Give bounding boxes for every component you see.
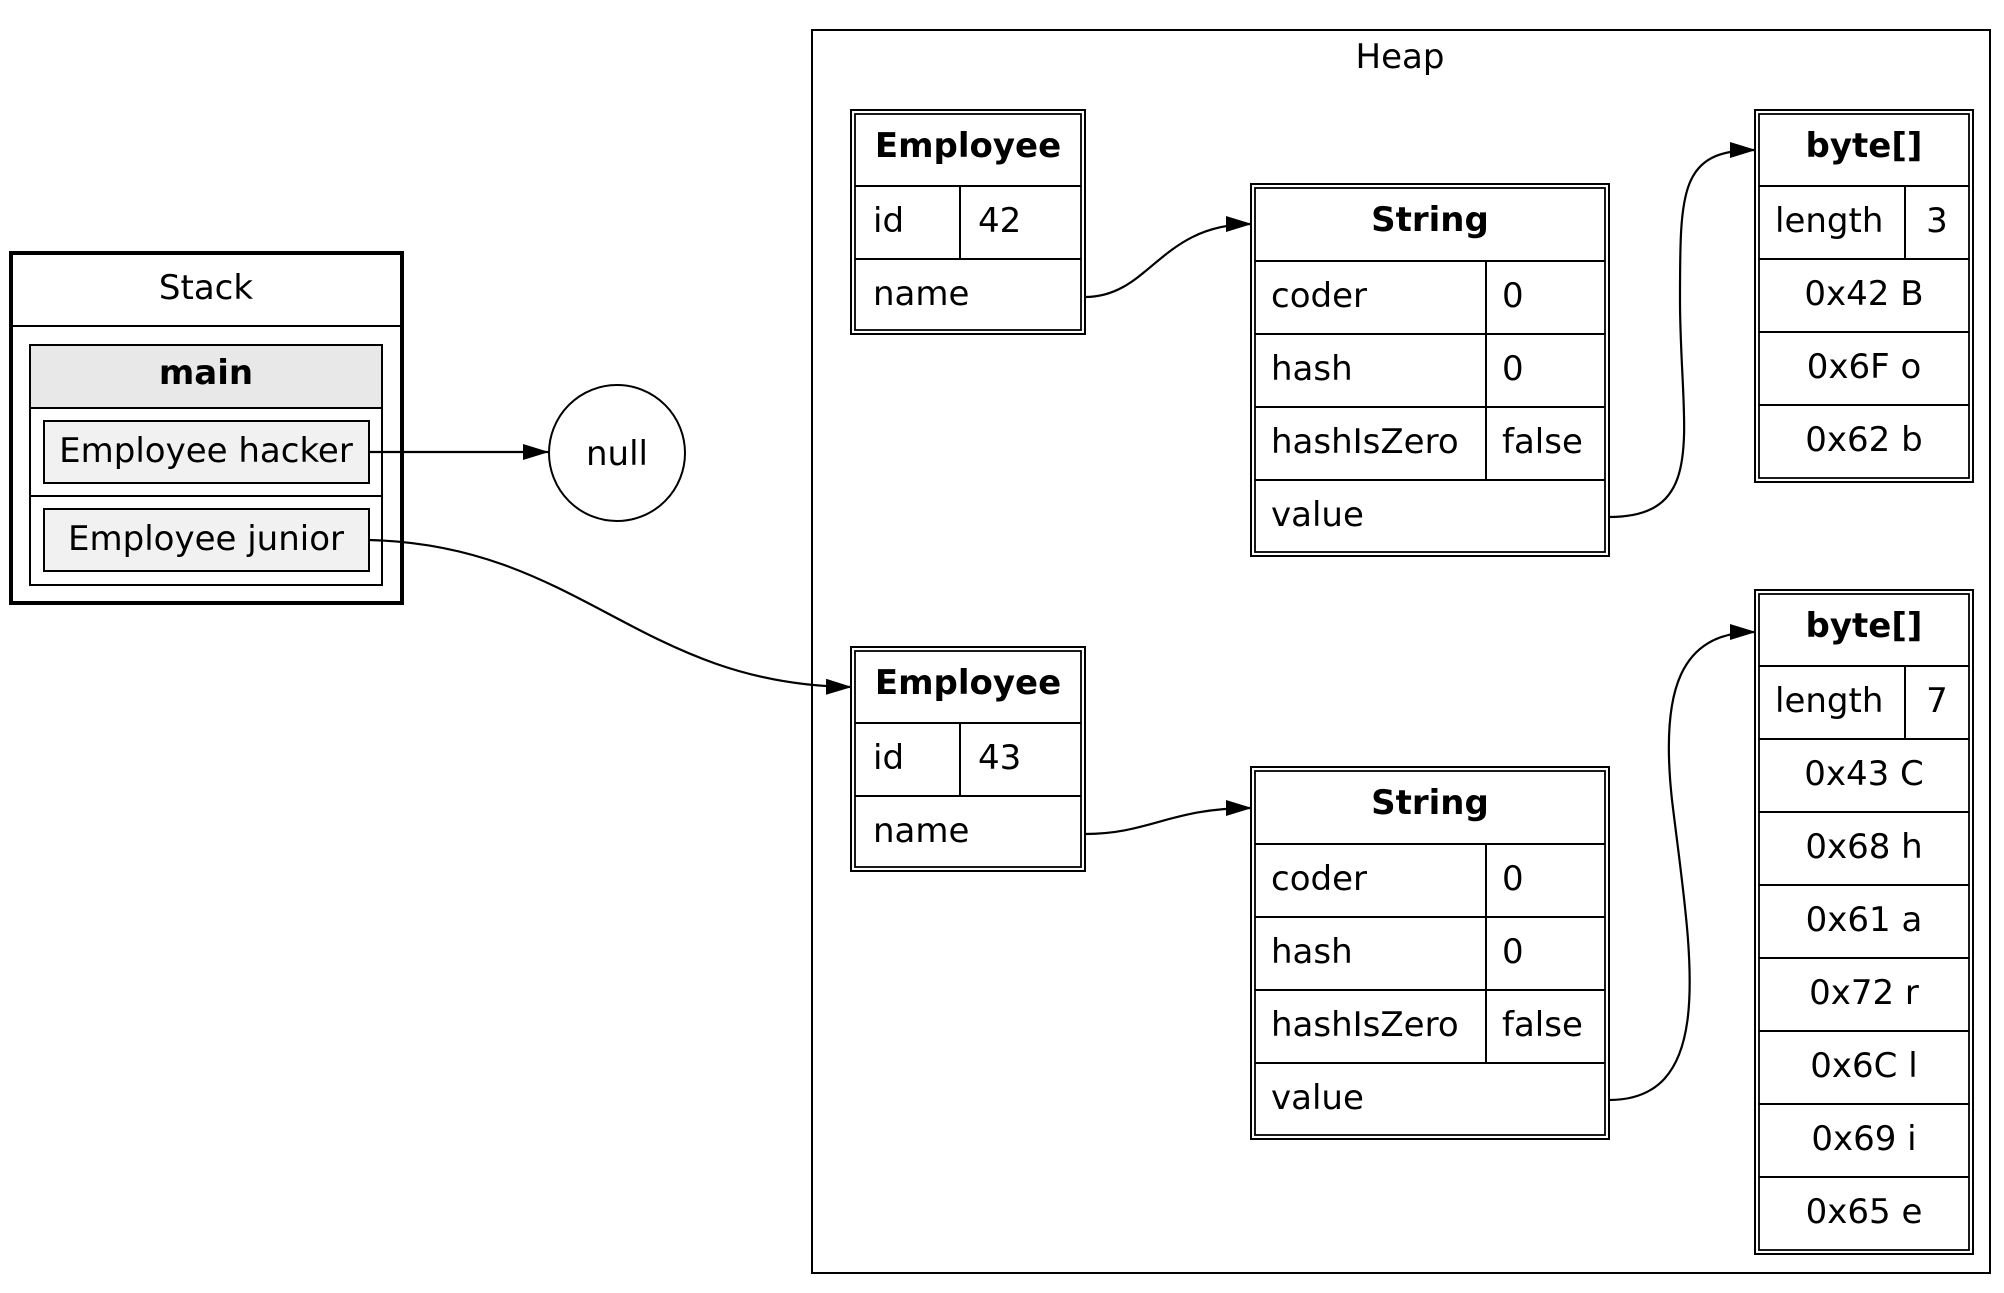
field-value: 43 (978, 738, 1021, 778)
class-label: Employee (875, 663, 1061, 703)
field-name: coder (1271, 276, 1367, 316)
byte-cell: 0x61 a (1806, 900, 1923, 940)
byte-cell: 0x43 C (1804, 754, 1924, 794)
field-name: coder (1271, 859, 1367, 899)
stack-cluster: Stack main Employee hacker Employee juni… (9, 251, 404, 605)
field-value: 0 (1502, 276, 1524, 316)
null-label: null (586, 434, 648, 474)
class-label: String (1371, 200, 1489, 240)
byte-cell: 0x65 e (1806, 1192, 1923, 1232)
length-value: 3 (1926, 201, 1948, 241)
field-name: hash (1271, 932, 1353, 972)
edge-junior-to-employee-2 (368, 538, 852, 695)
field-name: value (1271, 1078, 1364, 1118)
byte-cell: 0x69 i (1811, 1119, 1916, 1159)
class-label: byte[] (1806, 606, 1923, 646)
field-value: 0 (1502, 932, 1524, 972)
class-label: String (1371, 783, 1489, 823)
heap-cluster: Heap Employee id 42 name Employee id 43 … (811, 29, 1991, 1274)
class-label: byte[] (1806, 126, 1923, 166)
field-name: value (1271, 495, 1364, 535)
byte-cell: 0x6C l (1810, 1046, 1917, 1086)
field-name: id (873, 201, 904, 241)
edge-string-2-value-to-byte-array-2 (1608, 624, 1756, 1102)
field-value: false (1502, 1005, 1583, 1045)
edge-employee-2-name-to-string-2 (1084, 800, 1252, 836)
byte-array-object-1: byte[] length 3 0x42 B 0x6F o 0x62 b (1754, 109, 1974, 483)
field-name: hash (1271, 349, 1353, 389)
field-name: name (873, 811, 969, 851)
field-name: id (873, 738, 904, 778)
byte-array-object-2: byte[] length 7 0x43 C 0x68 h 0x61 a 0x7… (1754, 589, 1974, 1255)
edge-string-1-value-to-byte-array-1 (1608, 142, 1756, 519)
byte-cell: 0x68 h (1805, 827, 1922, 867)
byte-cell: 0x62 b (1805, 420, 1922, 460)
employee-object-2: Employee id 43 name (850, 646, 1086, 872)
field-value: 0 (1502, 349, 1524, 389)
field-value: false (1502, 422, 1583, 462)
reference-edges (368, 142, 1756, 1102)
stack-frame-main: main Employee hacker Employee junior (29, 344, 383, 586)
length-label: length (1775, 681, 1883, 721)
var-label: Employee hacker (59, 431, 353, 471)
class-label: Employee (875, 126, 1061, 166)
string-object-1: String coder 0 hash 0 hashIsZero false v… (1250, 183, 1610, 557)
byte-cell: 0x72 r (1809, 973, 1919, 1013)
employee-object-1: Employee id 42 name (850, 109, 1086, 335)
null-node: null (548, 384, 686, 522)
length-label: length (1775, 201, 1883, 241)
byte-cell: 0x6F o (1807, 347, 1922, 387)
field-name: hashIsZero (1271, 1005, 1459, 1045)
var-label: Employee junior (68, 519, 344, 559)
field-name: hashIsZero (1271, 422, 1459, 462)
stack-var-junior: Employee junior (43, 508, 370, 572)
heap-title: Heap (1356, 37, 1445, 77)
stack-title: Stack (159, 268, 253, 308)
byte-cell: 0x42 B (1804, 274, 1923, 314)
stack-var-hacker: Employee hacker (43, 420, 370, 484)
frame-name: main (159, 353, 253, 393)
length-value: 7 (1926, 681, 1948, 721)
field-name: name (873, 274, 969, 314)
field-value: 0 (1502, 859, 1524, 899)
edge-employee-1-name-to-string-1 (1084, 216, 1252, 299)
field-value: 42 (978, 201, 1021, 241)
string-object-2: String coder 0 hash 0 hashIsZero false v… (1250, 766, 1610, 1140)
